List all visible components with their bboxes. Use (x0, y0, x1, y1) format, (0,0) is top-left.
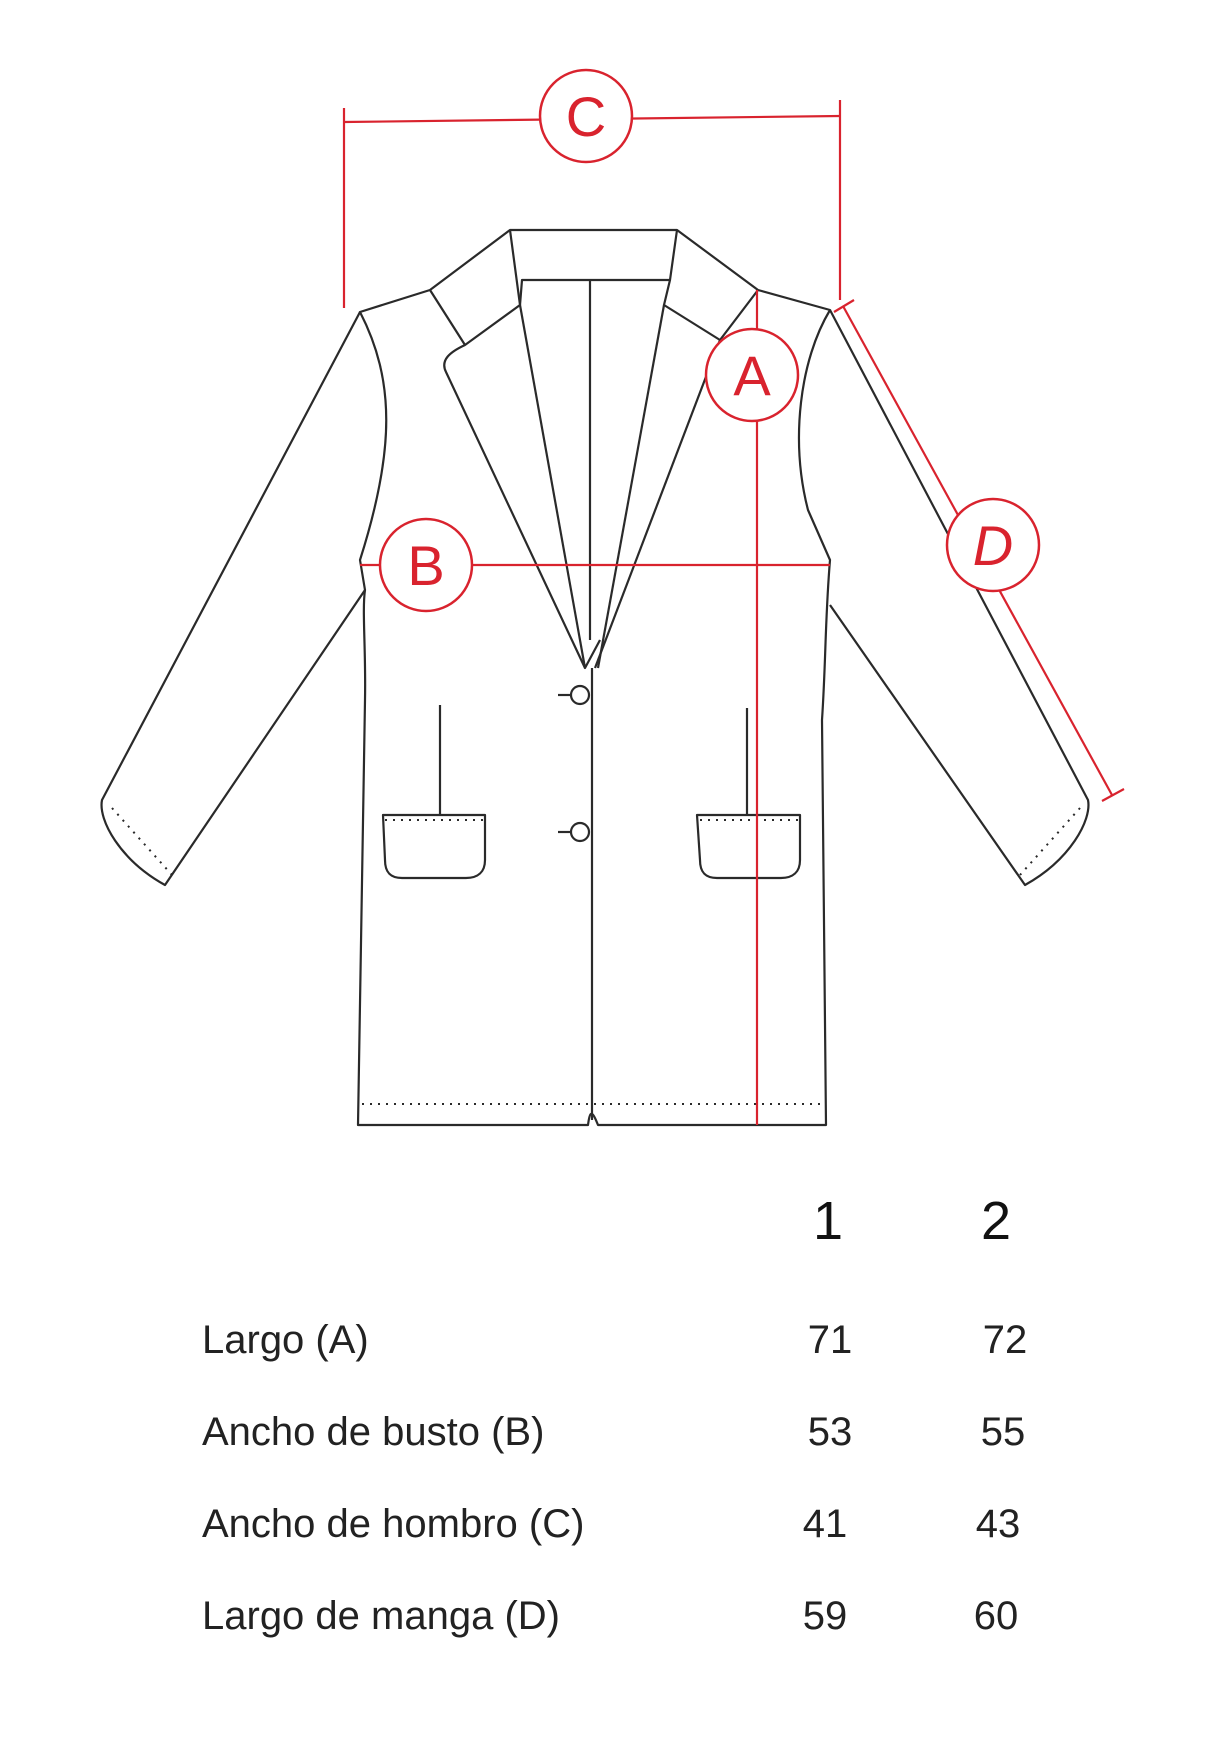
svg-text:D: D (973, 514, 1013, 577)
measurement-lines (342, 100, 1125, 1125)
marker-d: D (945, 497, 1041, 593)
cell-shoulder-width-size-1: 41 (802, 1502, 848, 1546)
row-label-sleeve-length: Largo de manga (D) (202, 1594, 560, 1638)
cell-sleeve-length-size-2: 60 (973, 1594, 1019, 1638)
row-label-bust-width: Ancho de busto (B) (202, 1410, 545, 1454)
cell-shoulder-width-size-2: 43 (975, 1502, 1021, 1546)
stitching (111, 807, 1081, 1105)
cell-bust-width-size-1: 53 (807, 1410, 853, 1454)
svg-text:B: B (407, 534, 444, 597)
jacket-measurement-diagram: C A B D (100, 68, 1125, 1127)
svg-text:C: C (566, 85, 606, 148)
marker-c: C (538, 68, 634, 164)
jacket-outline (100, 228, 1090, 1127)
row-label-length: Largo (A) (202, 1318, 369, 1362)
svg-text:A: A (733, 344, 771, 407)
cell-bust-width-size-2: 55 (980, 1410, 1026, 1454)
cell-sleeve-length-size-1: 59 (802, 1594, 848, 1638)
size-header-1: 1 (812, 1191, 844, 1251)
cell-length-size-1: 71 (807, 1318, 853, 1362)
marker-b: B (378, 517, 474, 613)
cell-length-size-2: 72 (982, 1318, 1028, 1362)
row-label-shoulder-width: Ancho de hombro (C) (202, 1502, 585, 1546)
marker-a: A (704, 327, 800, 423)
size-header-2: 2 (980, 1191, 1012, 1251)
